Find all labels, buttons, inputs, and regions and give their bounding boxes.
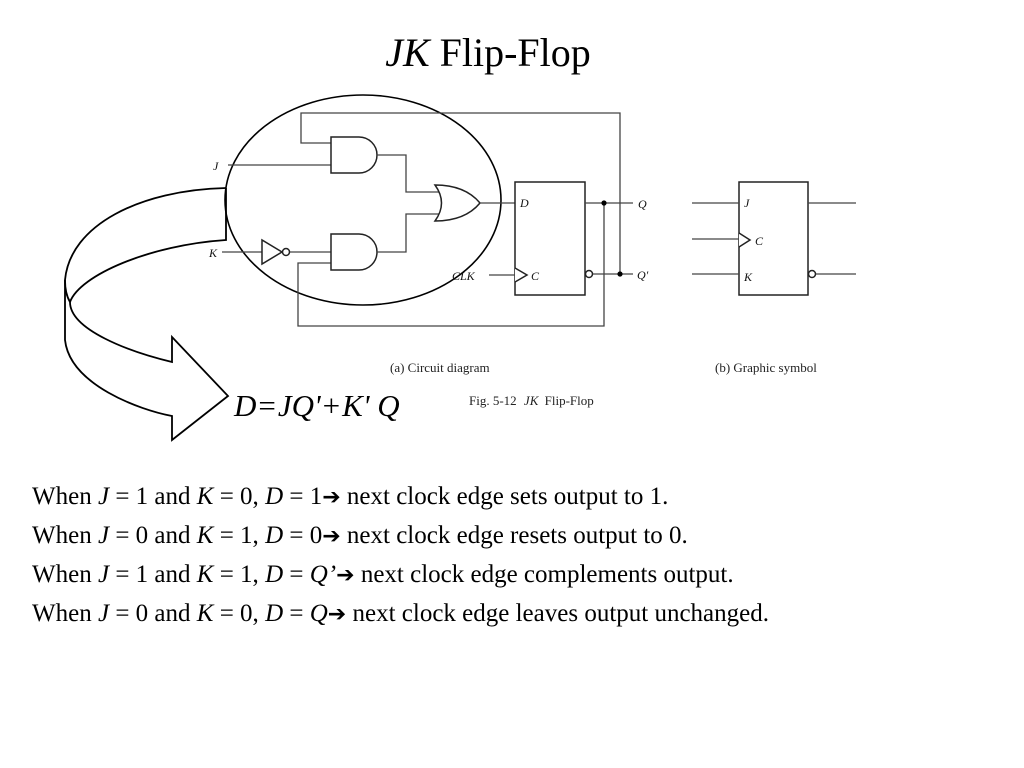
or-gate-icon [433,184,481,222]
arrow-icon: ➔ [336,563,355,588]
label-q-bar: Q′ [637,268,649,282]
symbol-clock-triangle-icon [738,232,752,248]
behavior-rules: When J = 1 and K = 0, D = 1➔ next clock … [32,478,769,634]
figure-caption: Fig. 5-12 JK Flip-Flop [469,393,594,408]
arrow-icon: ➔ [327,602,347,627]
jk-flip-flop-diagram: J K D C CLK Q Q′ J C K (a) C [64,94,856,442]
caption-graphic-symbol: (b) Graphic symbol [715,360,817,375]
feedback-wire-qbar [300,112,621,274]
logic-highlight-ellipse [224,94,502,306]
inversion-bubble-icon [584,269,594,279]
pin-c: C [531,269,540,283]
label-clk: CLK [452,269,476,283]
d-equation: D=JQ'+K' Q [234,388,400,423]
junction-dot-qbar [617,271,623,277]
rule-set: When J = 1 and K = 0, D = 1➔ next clock … [32,483,669,510]
clock-triangle-icon [514,267,529,283]
d-flip-flop-box [514,181,586,296]
feedback-wire-q [297,203,605,327]
rule-reset: When J = 0 and K = 1, D = 0➔ next clock … [32,522,688,549]
arrow-icon: ➔ [322,524,341,549]
symbol-pin-c: C [755,234,764,248]
arrow-icon: ➔ [322,485,341,510]
slide-title: JK Flip-Flop [0,28,976,78]
caption-circuit-diagram: (a) Circuit diagram [390,360,490,375]
rule-complement: When J = 1 and K = 1, D = Q’➔ next clock… [32,561,734,588]
symbol-pin-j: J [744,196,750,210]
jk-graphic-symbol: J C K [692,181,856,296]
junction-dot-q [601,200,607,206]
not-gate-icon [261,238,291,266]
label-q: Q [638,197,647,211]
title-rest: Flip-Flop [429,30,591,75]
and-gate-top-icon [330,136,378,174]
title-jk: JK [385,30,430,75]
label-j: J [213,159,219,173]
symbol-pin-k: K [743,270,753,284]
pin-d: D [519,196,529,210]
label-k: K [208,246,218,260]
rule-unchanged: When J = 0 and K = 0, D = Q➔ next clock … [32,600,770,627]
curved-arrow-icon [64,187,230,442]
and-gate-bottom-icon [330,233,378,271]
